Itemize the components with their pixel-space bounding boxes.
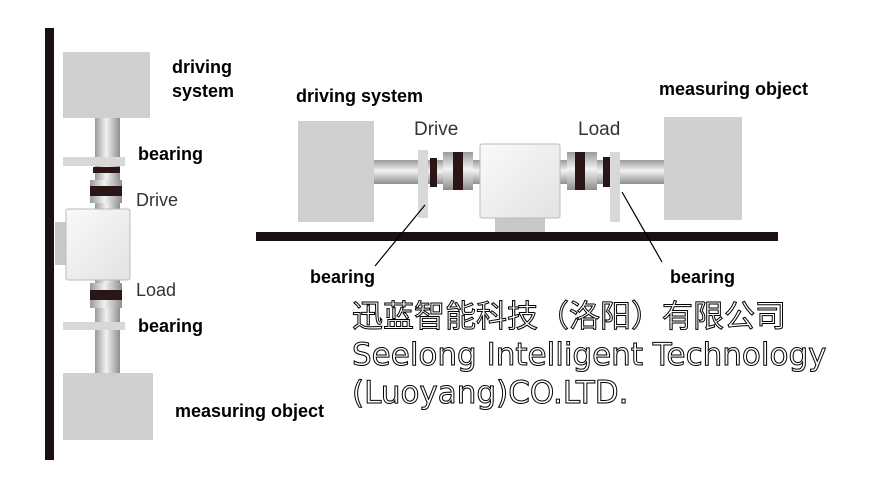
label-load: Load — [136, 280, 176, 300]
mounting-bar-horizontal — [256, 232, 778, 241]
coupling-band — [90, 186, 122, 196]
measuring-object-block — [63, 373, 153, 440]
sensor-mount-tab — [495, 216, 545, 232]
bearing-plate-left — [418, 150, 428, 218]
sensor-mount-tab — [55, 222, 67, 265]
label-load: Load — [578, 119, 620, 140]
coupling-band — [453, 152, 463, 190]
label-measuring-object: measuring object — [175, 401, 324, 421]
coupling-band — [575, 152, 585, 190]
bearing-plate-right — [610, 152, 620, 222]
watermark-english: Seelong Intelligent Technology (Luoyang)… — [352, 337, 828, 412]
label-bearing: bearing — [310, 267, 375, 287]
bearing-plate-bottom — [63, 322, 125, 330]
bearing-ring-right — [603, 157, 610, 187]
leader-line — [374, 204, 426, 267]
label-bearing: bearing — [138, 144, 203, 164]
mounting-bar-vertical — [45, 28, 54, 460]
watermark-chinese: 迅蓝智能科技（洛阳）有限公司 — [352, 299, 787, 336]
label-drive: Drive — [414, 119, 458, 140]
label-bearing: bearing — [670, 267, 735, 287]
label-bearing: bearing — [138, 316, 203, 336]
label-drive: Drive — [136, 190, 178, 210]
watermark: 迅蓝智能科技（洛阳）有限公司 Seelong Intelligent Techn… — [352, 298, 867, 412]
label-driving-system: driving — [172, 57, 232, 77]
bearing-ring-left — [430, 158, 437, 187]
torque-sensor — [65, 208, 131, 281]
torque-sensor — [479, 143, 561, 219]
bearing-ring-top — [93, 167, 120, 173]
label-measuring-object: measuring object — [659, 79, 808, 99]
vertical-setup: driving system bearing Drive Load bearin… — [45, 28, 324, 460]
horizontal-setup: driving system Drive Load measuring obje… — [256, 79, 808, 287]
driving-system-block — [63, 52, 150, 118]
coupling-band — [90, 290, 122, 300]
label-driving-system: driving system — [296, 86, 423, 106]
bearing-plate-top — [63, 157, 125, 166]
leader-line — [621, 191, 663, 263]
label-driving-system: system — [172, 81, 234, 101]
measuring-object-block — [664, 117, 742, 220]
driving-system-block — [298, 121, 374, 222]
